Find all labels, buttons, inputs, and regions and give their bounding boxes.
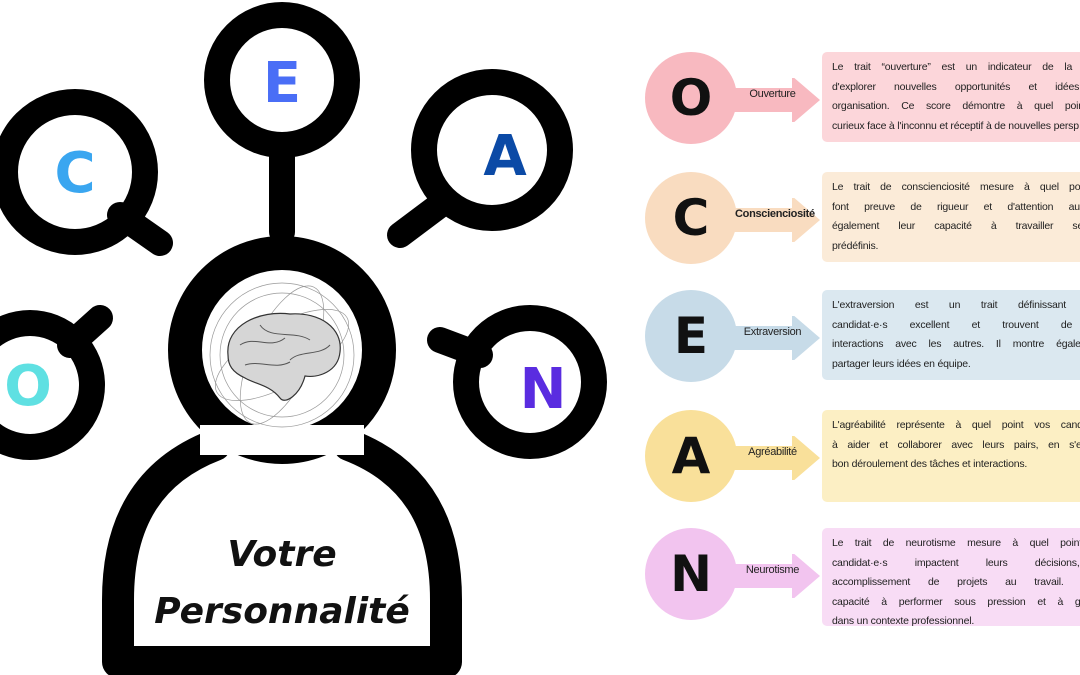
title-line-1: Votre [227,534,336,575]
description-line: font preuve de rigueur et d'attention au… [832,200,1080,213]
trait-label: Neurotisme [745,564,800,576]
description-line: Le trait de conscienciosité mesure à que… [832,181,1080,193]
letter-c: C [54,141,95,206]
trait-circle: N [645,528,737,620]
trait-row-agréabilité: A Agréabilité L'agréabilité représente à… [640,410,1080,510]
description-line: accomplissement de projets au travail. I… [832,576,1080,588]
trait-row-ouverture: O Ouverture Le trait “ouverture” est un … [640,52,1080,152]
description-line: dans un contexte professionnel. [832,615,975,626]
letter-a: A [483,124,527,189]
magnifier-o [0,310,105,460]
trait-description: Le trait de neurotisme mesure à quel poi… [822,528,1080,626]
trait-description: Le trait “ouverture” est un indicateur d… [822,52,1080,142]
description-line: curieux face à l'inconnu et réceptif à d… [832,119,1079,132]
trait-label: Ouverture [749,88,796,100]
description-line: Le trait “ouverture” est un indicateur d… [832,61,1080,73]
magnifier-handle-a [387,192,453,248]
arrow-icon [730,78,820,122]
description-line: L'extraversion est un trait définissant … [832,299,1080,311]
arrow-icon [730,554,820,598]
description-line: prédéfinis. [832,239,879,252]
trait-label: Agréabilité [748,446,797,458]
trait-row-conscienciosité: C Conscienciosité Le trait de conscienci… [640,172,1080,272]
trait-circle: A [645,410,737,502]
arrow-icon [730,316,820,360]
trait-row-neurotisme: N Neurotisme Le trait de neurotisme mesu… [640,528,1080,628]
description-line: d'explorer nouvelles opportunités et idé… [832,80,1080,93]
magnifier-c [0,89,158,255]
trait-circle: E [645,290,737,382]
trait-label: Extraversion [743,326,802,338]
description-line: bon déroulement des tâches et interactio… [832,458,1028,470]
brain-icon [227,312,341,401]
magnifier-e [204,2,360,158]
description-line: capacité à performer sous pression et à … [832,595,1080,608]
person-body [102,429,462,675]
trait-circle: O [645,52,737,144]
arrow-icon [730,198,820,242]
description-line: organisation. Ce score démontre à quel p… [832,100,1080,112]
trait-description: L'extraversion est un trait définissant … [822,290,1080,380]
description-line: Le trait de neurotisme mesure à quel poi… [832,537,1080,549]
description-line: à aider et collaborer avec leurs pairs, … [832,438,1080,451]
trait-label: Conscienciosité [735,208,815,220]
description-line: candidat·e·s excellent et trouvent de l'… [832,318,1080,331]
trait-description: L'agréabilité représente à quel point vo… [822,410,1080,502]
trait-circle: C [645,172,737,264]
letter-n: N [520,357,567,422]
letter-e: E [263,51,301,116]
trait-row-extraversion: E Extraversion L'extraversion est un tra… [640,290,1080,390]
description-line: L'agréabilité représente à quel point vo… [832,419,1080,431]
description-line: également leur capacité à travailler sel… [832,220,1080,232]
arrow-icon [730,436,820,480]
letter-o: O [4,354,52,419]
magnifier-n [453,305,607,459]
description-line: candidat·e·s impactent leurs décisions, … [832,556,1080,569]
trait-description: Le trait de conscienciosité mesure à que… [822,172,1080,262]
magnifier-a [411,69,573,231]
description-line: partager leurs idées en équipe. [832,357,971,370]
title-line-2: Personnalité [154,591,410,632]
description-line: interactions avec les autres. Il montre … [832,338,1080,350]
personality-figure: C E A O N Votre Personnalité [0,2,607,675]
